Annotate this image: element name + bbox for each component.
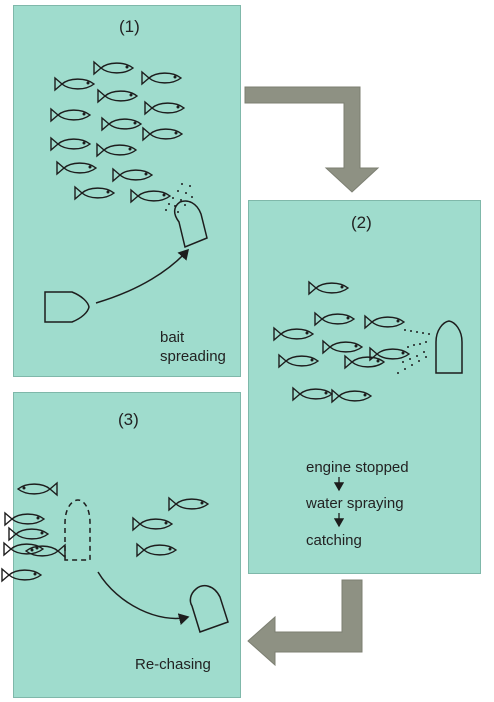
panel-2-water-spray: [397, 329, 430, 374]
panel-1-fish-school: [51, 62, 184, 202]
flow-arrow-1-to-2: [245, 87, 378, 192]
panel-3-boat-new: [190, 586, 228, 632]
panel-3-fish-left: [2, 483, 65, 581]
panel-3-boat-path: [98, 572, 188, 618]
panel-1-bait-spray: [165, 183, 193, 213]
panel-2-fish-school: [274, 282, 409, 402]
panel-1-boat-path: [96, 250, 188, 303]
panel-3-fish-right: [133, 498, 208, 556]
flow-arrow-2-to-3: [248, 580, 362, 665]
panel-1-boat-start: [45, 292, 89, 322]
panel-1-boat-end: [175, 201, 207, 247]
panel-2-boat: [436, 321, 462, 373]
panel-3-boat-old: [65, 500, 90, 560]
